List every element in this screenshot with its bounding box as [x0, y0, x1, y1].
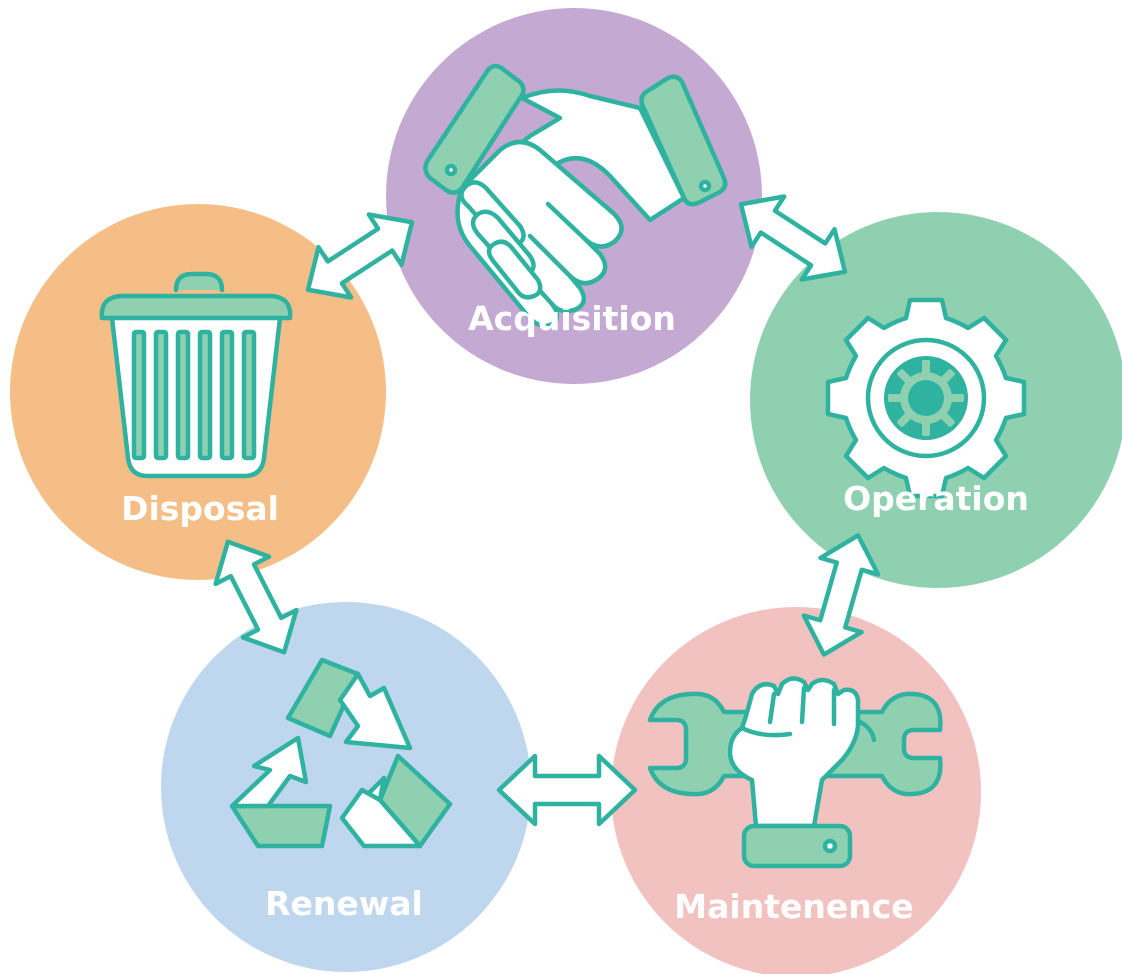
arrow-disposal-renewal	[213, 539, 299, 655]
maintenence-label: Maintenence	[674, 887, 913, 926]
renewal-circle	[161, 602, 531, 972]
recycle-icon	[229, 657, 453, 849]
trash-can-icon	[99, 271, 293, 479]
arrow-renewal-maintenence	[496, 753, 638, 827]
wrench-hand-icon	[647, 676, 943, 869]
acquisition-label: Acquisition	[468, 299, 676, 338]
gear-icon	[825, 297, 1027, 499]
disposal-label: Disposal	[121, 489, 279, 528]
arrow-disposal-acquisition	[305, 212, 415, 300]
arrow-acquisition-operation	[738, 194, 848, 282]
renewal-label: Renewal	[265, 884, 423, 923]
arrow-operation-maintenence	[801, 533, 881, 657]
handshake-icon	[423, 63, 728, 329]
operation-label: Operation	[843, 479, 1029, 518]
